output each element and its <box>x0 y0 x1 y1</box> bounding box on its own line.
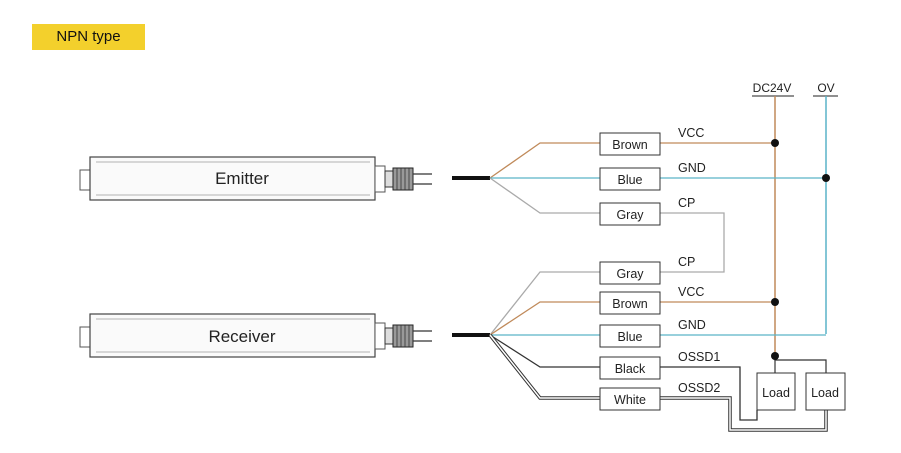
receiver-sensor: Receiver <box>79 313 432 358</box>
svg-text:Black: Black <box>615 362 646 376</box>
svg-text:VCC: VCC <box>678 285 704 299</box>
emitter-label: Emitter <box>215 169 269 188</box>
svg-text:Brown: Brown <box>612 138 647 152</box>
receiver-wire-brown: Brown VCC <box>599 285 704 315</box>
svg-text:GND: GND <box>678 161 706 175</box>
svg-text:Load: Load <box>762 386 790 400</box>
svg-text:Blue: Blue <box>617 330 642 344</box>
svg-text:Gray: Gray <box>616 267 644 281</box>
svg-text:Brown: Brown <box>612 297 647 311</box>
svg-text:OSSD2: OSSD2 <box>678 381 720 395</box>
receiver-wire-gray: Gray CP <box>599 255 695 285</box>
load-2: Load <box>805 372 846 411</box>
svg-text:GND: GND <box>678 318 706 332</box>
cp-link-wire <box>660 212 725 273</box>
svg-text:CP: CP <box>678 255 695 269</box>
receiver-label: Receiver <box>208 327 275 346</box>
emitter-wire-gray: Gray CP <box>599 196 695 226</box>
emitter-sensor: Emitter <box>79 156 432 201</box>
svg-text:CP: CP <box>678 196 695 210</box>
npn-type-tag: NPN type <box>32 24 145 50</box>
svg-text:Gray: Gray <box>616 208 644 222</box>
load-1: Load <box>756 372 796 411</box>
svg-text:OSSD1: OSSD1 <box>678 350 720 364</box>
svg-text:VCC: VCC <box>678 126 704 140</box>
receiver-wire-blue: Blue GND <box>599 318 706 348</box>
svg-text:Blue: Blue <box>617 173 642 187</box>
receiver-wire-black: Black OSSD1 <box>599 350 720 380</box>
receiver-wire-white: White OSSD2 <box>599 381 720 411</box>
dc24v-label: DC24V <box>753 81 792 95</box>
svg-text:Load: Load <box>811 386 839 400</box>
svg-text:White: White <box>614 393 646 407</box>
emitter-wire-brown: Brown VCC <box>599 126 704 156</box>
emitter-wire-blue: Blue GND <box>599 161 706 191</box>
ov-label: OV <box>817 81 834 95</box>
